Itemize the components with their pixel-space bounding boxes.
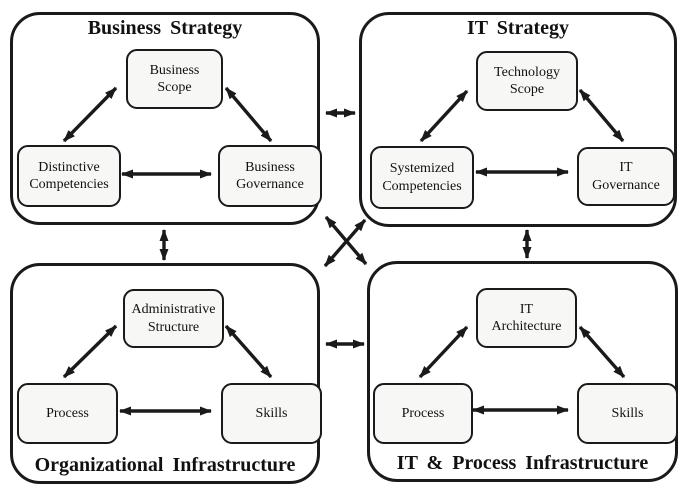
node-label: Systemized bbox=[389, 161, 455, 176]
node-business-governance: Business Governance bbox=[218, 145, 322, 207]
node-business-scope: Business Scope bbox=[126, 49, 223, 109]
node-label: Administrative bbox=[131, 302, 216, 317]
arrow-it-strategy-organizational-infrastructure bbox=[323, 218, 367, 268]
node-label: Process bbox=[46, 405, 89, 421]
node-technology-scope: Technology Scope bbox=[476, 51, 578, 111]
quadrant-it-process-infrastructure: IT & Process Infrastructure IT Architect… bbox=[367, 261, 678, 482]
node-distinctive-competencies: Distinctive Competencies bbox=[17, 145, 121, 207]
node-label: Architecture bbox=[491, 319, 562, 334]
node-label: Skills bbox=[255, 405, 288, 421]
node-systemized-competencies: Systemized Competencies bbox=[370, 146, 474, 209]
node-label: Distinctive bbox=[38, 159, 100, 175]
quadrant-it-strategy: IT Strategy Technology Scope Systemized … bbox=[359, 12, 677, 227]
arrow-business-strategy-it-process-infrastructure bbox=[324, 215, 368, 266]
node-label: Skills bbox=[611, 405, 644, 421]
node-label: Competencies bbox=[29, 177, 109, 192]
quadrant-title-organizational-infrastructure: Organizational Infrastructure bbox=[34, 454, 296, 476]
node-label: Business bbox=[149, 62, 200, 78]
node-skills-it: Skills bbox=[577, 383, 678, 444]
node-label: Process bbox=[401, 405, 445, 421]
quadrant-business-strategy: Business Strategy Business Scope Distinc… bbox=[10, 12, 322, 225]
quadrant-title-it-strategy: IT Strategy bbox=[467, 17, 569, 39]
node-label: Business bbox=[245, 159, 295, 175]
quadrant-title-it-process-infrastructure: IT & Process Infrastructure bbox=[396, 452, 649, 474]
node-label: Competencies bbox=[382, 178, 462, 194]
node-label: Governance bbox=[236, 177, 304, 192]
node-label: Governance bbox=[592, 177, 660, 193]
node-it-architecture: IT Architecture bbox=[476, 288, 577, 348]
node-label: Technology bbox=[494, 64, 560, 80]
node-administrative-structure: Administrative Structure bbox=[123, 289, 224, 348]
node-label: Scope bbox=[509, 82, 545, 97]
node-it-governance: IT Governance bbox=[577, 147, 675, 206]
node-process-organizational: Process bbox=[17, 383, 118, 444]
node-label: Scope bbox=[157, 80, 192, 95]
node-label: IT bbox=[619, 160, 633, 175]
node-process-it: Process bbox=[373, 383, 473, 444]
node-skills-organizational: Skills bbox=[221, 383, 322, 444]
node-label: IT bbox=[519, 301, 534, 317]
quadrant-organizational-infrastructure: Organizational Infrastructure Administra… bbox=[10, 263, 322, 484]
quadrant-title-business-strategy: Business Strategy bbox=[87, 17, 243, 39]
node-label: Structure bbox=[147, 319, 200, 335]
